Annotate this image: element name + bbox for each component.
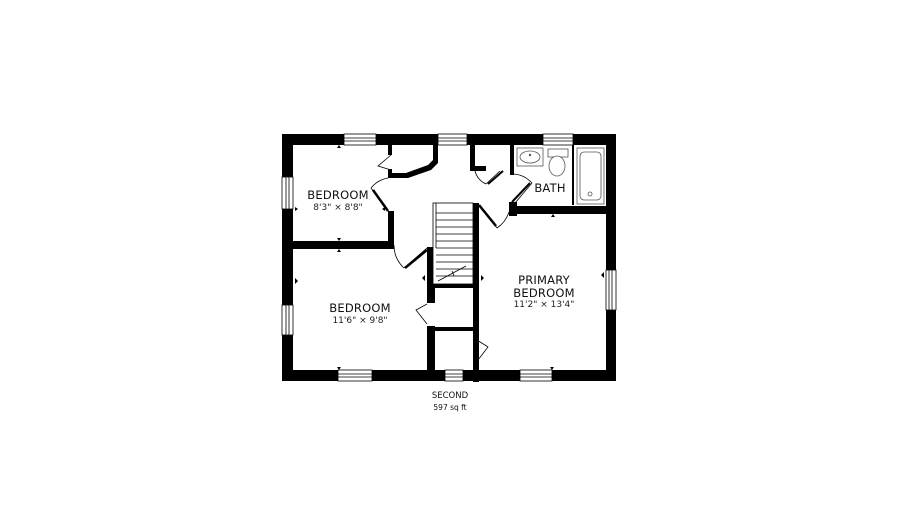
window-top-2 — [437, 133, 468, 146]
window-right-1 — [605, 269, 617, 311]
window-top-3 — [542, 133, 574, 146]
room-label-primary-line2: BEDROOM — [513, 286, 575, 300]
windows — [281, 133, 617, 382]
room-label-bedroom-2: BEDROOM — [329, 301, 391, 315]
window-left-1 — [281, 176, 294, 210]
window-bottom-1 — [337, 369, 373, 382]
room-label-bedroom-1: BEDROOM — [307, 188, 369, 202]
window-bottom-2 — [444, 369, 464, 382]
room-dimensions-bedroom-1: 8'3" × 8'8" — [313, 203, 363, 213]
staircase — [432, 202, 474, 285]
window-left-2 — [281, 304, 294, 336]
dimension-markers — [295, 145, 604, 370]
sink-icon — [516, 147, 544, 167]
floor-area: 597 sq ft — [433, 403, 467, 412]
bath-fixtures — [516, 147, 605, 205]
exterior-walls — [282, 134, 616, 381]
room-label-primary: PRIMARY — [518, 273, 570, 287]
window-top-1 — [343, 133, 377, 146]
toilet-icon — [547, 148, 569, 177]
room-label-bath: BATH — [534, 181, 566, 195]
interior-walls — [293, 145, 606, 382]
room-dimensions-primary: 11'2" × 13'4" — [513, 300, 575, 310]
doors — [370, 154, 533, 361]
floor-name: SECOND — [431, 391, 469, 401]
room-dimensions-bedroom-2: 11'6" × 9'8" — [332, 316, 388, 326]
window-bottom-3 — [519, 369, 553, 382]
bathtub-icon — [576, 147, 605, 205]
